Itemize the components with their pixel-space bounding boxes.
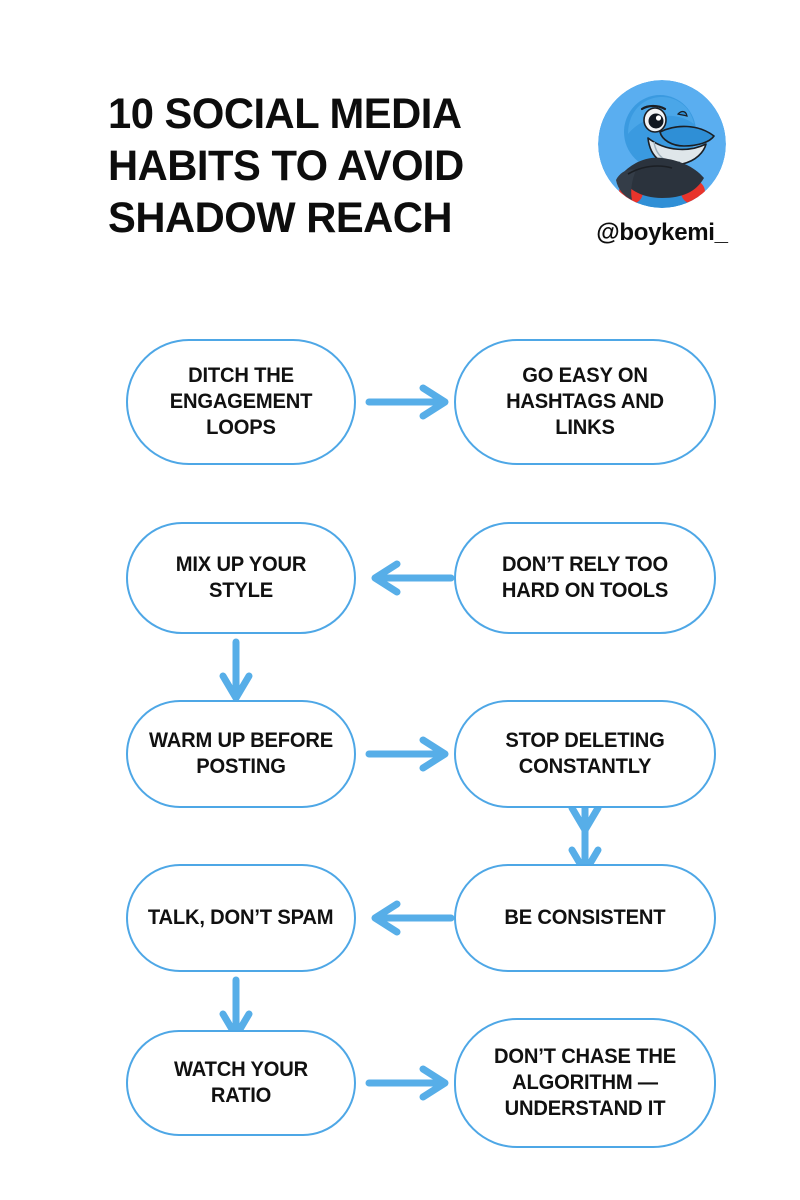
flow-node-9[interactable]: WATCH YOUR RATIO [126, 1030, 356, 1136]
flow-node-10[interactable]: DON’T CHASE THE ALGORITHM — UNDERSTAND I… [454, 1018, 716, 1148]
flow-node-3[interactable]: MIX UP YOUR STYLE [126, 522, 356, 634]
arrow-right-3 [365, 736, 449, 772]
handle-text: @boykemi_ [596, 219, 728, 246]
arrow-right-5 [365, 1065, 449, 1101]
title-line-3: SHADOW REACH [108, 194, 453, 242]
flow-row-5: WATCH YOUR RATIO DON’T CHASE THE ALGORIT… [0, 1018, 800, 1156]
flow-node-4-label: DON’T RELY TOO HARD ON TOOLS [501, 553, 669, 602]
flow-row-3: WARM UP BEFORE POSTING STOP DELETING CON… [0, 700, 800, 826]
flow-node-5[interactable]: WARM UP BEFORE POSTING [126, 700, 356, 808]
flow-node-10-label: DON’T CHASE THE ALGORITHM — UNDERSTAND I… [494, 1045, 676, 1120]
flow-node-4[interactable]: DON’T RELY TOO HARD ON TOOLS [454, 522, 716, 634]
arrow-left-4 [371, 900, 455, 936]
flow-node-1-label: DITCH THE ENGAGEMENT LOOPS [169, 364, 313, 439]
arrow-right-1 [365, 384, 449, 420]
flow-node-6-label: STOP DELETING CONSTANTLY [505, 729, 665, 778]
flowchart: DITCH THE ENGAGEMENT LOOPS GO EASY ON HA… [0, 300, 800, 1170]
flow-node-1[interactable]: DITCH THE ENGAGEMENT LOOPS [126, 339, 356, 465]
flow-node-6[interactable]: STOP DELETING CONSTANTLY [454, 700, 716, 808]
flow-row-4: TALK, DON’T SPAM BE CONSISTENT [0, 864, 800, 990]
flow-row-1: DITCH THE ENGAGEMENT LOOPS GO EASY ON HA… [0, 339, 800, 465]
header: 10 SOCIAL MEDIA HABITS TO AVOID SHADOW R… [0, 0, 800, 300]
title-line-2: HABITS TO AVOID [108, 142, 464, 190]
flow-node-2-label: GO EASY ON HASHTAGS AND LINKS [506, 364, 664, 439]
flow-node-3-label: MIX UP YOUR STYLE [175, 553, 307, 602]
flow-node-7[interactable]: TALK, DON’T SPAM [126, 864, 356, 972]
brand-block: @boykemi_ [572, 80, 752, 247]
flow-row-2: MIX UP YOUR STYLE DON’T RELY TOO HARD ON… [0, 522, 800, 648]
page-title: 10 SOCIAL MEDIA HABITS TO AVOID SHADOW R… [108, 88, 548, 244]
flow-node-8[interactable]: BE CONSISTENT [454, 864, 716, 972]
flow-node-2[interactable]: GO EASY ON HASHTAGS AND LINKS [454, 339, 716, 465]
flow-node-5-label: WARM UP BEFORE POSTING [149, 729, 333, 778]
flow-node-9-label: WATCH YOUR RATIO [174, 1058, 308, 1107]
title-line-1: 10 SOCIAL MEDIA [108, 90, 462, 138]
arrow-left-2 [371, 560, 455, 596]
avatar [598, 80, 726, 208]
flow-node-8-label: BE CONSISTENT [504, 906, 666, 929]
flow-node-7-label: TALK, DON’T SPAM [148, 906, 334, 929]
arrow-down-2 [219, 638, 253, 702]
